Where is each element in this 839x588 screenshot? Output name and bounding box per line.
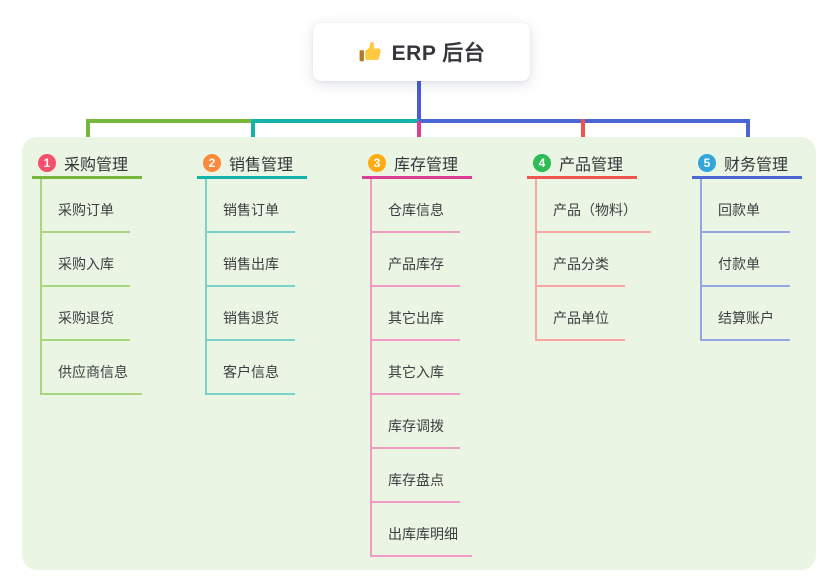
branch-heading-finance[interactable]: 5 财务管理 bbox=[692, 150, 802, 179]
leaf-node[interactable]: 其它出库 bbox=[372, 287, 460, 341]
connector-horizontal-teal bbox=[251, 119, 419, 123]
leaf-node[interactable]: 客户信息 bbox=[207, 341, 295, 395]
root-node[interactable]: ERP 后台 bbox=[313, 23, 530, 81]
branch-heading-sales[interactable]: 2 销售管理 bbox=[197, 150, 307, 179]
connector-drop-sales bbox=[251, 119, 255, 147]
leaf-node[interactable]: 产品单位 bbox=[537, 287, 625, 341]
connector-drop-inventory bbox=[417, 121, 421, 147]
leaf-node[interactable]: 采购入库 bbox=[42, 233, 130, 287]
leaf-node[interactable]: 销售退货 bbox=[207, 287, 295, 341]
leaf-node[interactable]: 出库库明细 bbox=[372, 503, 472, 557]
branch-children: 采购订单 采购入库 采购退货 供应商信息 bbox=[40, 179, 182, 395]
branch-title: 产品管理 bbox=[559, 157, 624, 174]
branches-panel bbox=[22, 137, 816, 570]
leaf-node[interactable]: 采购退货 bbox=[42, 287, 130, 341]
leaf-node[interactable]: 结算账户 bbox=[702, 287, 790, 341]
branch-number-badge: 4 bbox=[533, 154, 551, 172]
leaf-node[interactable]: 销售出库 bbox=[207, 233, 295, 287]
branch-title: 库存管理 bbox=[394, 157, 459, 174]
branch-children: 仓库信息 产品库存 其它出库 其它入库 库存调拨 库存盘点 出库库明细 bbox=[370, 179, 512, 557]
leaf-node[interactable]: 付款单 bbox=[702, 233, 790, 287]
branch-sales: 2 销售管理 销售订单 销售出库 销售退货 客户信息 bbox=[197, 150, 347, 395]
connector-drop-product bbox=[581, 119, 585, 147]
branch-heading-inventory[interactable]: 3 库存管理 bbox=[362, 150, 472, 179]
connector-drop-finance bbox=[746, 119, 750, 147]
branch-number-badge: 3 bbox=[368, 154, 386, 172]
connector-drop-purchase bbox=[86, 119, 90, 147]
leaf-node[interactable]: 仓库信息 bbox=[372, 179, 460, 233]
branch-heading-purchase[interactable]: 1 采购管理 bbox=[32, 150, 142, 179]
branch-children: 销售订单 销售出库 销售退货 客户信息 bbox=[205, 179, 347, 395]
branch-title: 财务管理 bbox=[724, 157, 789, 174]
root-title: ERP 后台 bbox=[391, 42, 486, 65]
branch-number-badge: 1 bbox=[38, 154, 56, 172]
branch-title: 销售管理 bbox=[229, 157, 294, 174]
branch-number-badge: 5 bbox=[698, 154, 716, 172]
branch-product: 4 产品管理 产品（物料） 产品分类 产品单位 bbox=[527, 150, 677, 341]
leaf-node[interactable]: 其它入库 bbox=[372, 341, 460, 395]
branch-children: 回款单 付款单 结算账户 bbox=[700, 179, 839, 341]
leaf-node[interactable]: 库存调拨 bbox=[372, 395, 460, 449]
leaf-node[interactable]: 产品库存 bbox=[372, 233, 460, 287]
leaf-node[interactable]: 供应商信息 bbox=[42, 341, 142, 395]
leaf-node[interactable]: 产品分类 bbox=[537, 233, 625, 287]
branch-children: 产品（物料） 产品分类 产品单位 bbox=[535, 179, 677, 341]
connector-root-stem bbox=[417, 81, 421, 121]
branch-heading-product[interactable]: 4 产品管理 bbox=[527, 150, 637, 179]
branch-finance: 5 财务管理 回款单 付款单 结算账户 bbox=[692, 150, 839, 341]
branch-purchase: 1 采购管理 采购订单 采购入库 采购退货 供应商信息 bbox=[32, 150, 182, 395]
leaf-node[interactable]: 库存盘点 bbox=[372, 449, 460, 503]
connector-horizontal-green bbox=[86, 119, 255, 123]
branch-title: 采购管理 bbox=[64, 157, 129, 174]
leaf-node[interactable]: 回款单 bbox=[702, 179, 790, 233]
leaf-node[interactable]: 销售订单 bbox=[207, 179, 295, 233]
branch-inventory: 3 库存管理 仓库信息 产品库存 其它出库 其它入库 库存调拨 库存盘点 出库库… bbox=[362, 150, 512, 557]
thumbs-up-icon bbox=[358, 40, 382, 64]
leaf-node[interactable]: 采购订单 bbox=[42, 179, 130, 233]
leaf-node[interactable]: 产品（物料） bbox=[537, 179, 651, 233]
branch-number-badge: 2 bbox=[203, 154, 221, 172]
